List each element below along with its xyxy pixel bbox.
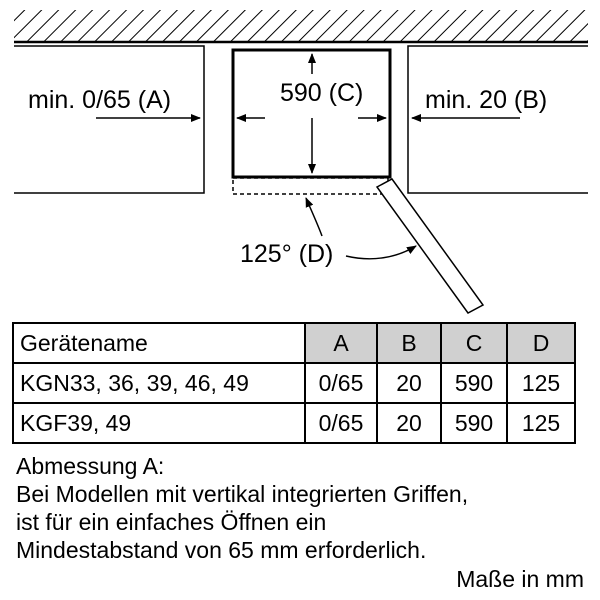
note-line: Mindestabstand von 65 mm erforderlich. [16, 537, 427, 563]
door-open [375, 178, 485, 314]
label-dimension-c: 590 (C) [280, 79, 363, 107]
cell-a: 0/65 [304, 402, 378, 444]
door-closed-outline [232, 177, 389, 195]
cell-d: 125 [506, 402, 576, 444]
header-c: C [440, 322, 508, 364]
dimension-a-note: Abmessung A: Bei Modellen mit vertikal i… [16, 452, 468, 564]
table-row: KGN33, 36, 39, 46, 49 0/65 20 590 125 [12, 362, 576, 404]
note-line: Bei Modellen mit vertikal integrierten G… [16, 481, 469, 507]
cell-c: 590 [440, 402, 508, 444]
label-dimension-a: min. 0/65 (A) [28, 86, 171, 114]
header-a: A [304, 322, 378, 364]
note-line: ist für ein einfaches Öffnen ein [16, 509, 327, 535]
table-header-row: Gerätename A B C D [12, 322, 576, 364]
table-row: KGF39, 49 0/65 20 590 125 [12, 402, 576, 444]
units-caption: Maße in mm [456, 566, 584, 592]
label-dimension-b: min. 20 (B) [425, 86, 547, 114]
cell-a: 0/65 [304, 362, 378, 404]
wall [14, 10, 588, 44]
cell-d: 125 [506, 362, 576, 404]
dimensions-table: Gerätename A B C D KGN33, 36, 39, 46, 49… [12, 322, 576, 444]
cell-device-name: KGF39, 49 [12, 402, 306, 444]
angle-curve-left [305, 197, 323, 237]
installation-diagram: min. 0/65 (A) min. 20 (B) 590 (C) 125° (… [14, 10, 588, 314]
appliance-body [231, 48, 392, 179]
angle-curve-right [345, 245, 417, 260]
header-b: B [376, 322, 442, 364]
label-angle-d: 125° (D) [240, 240, 333, 268]
note-heading: Abmessung A: [16, 453, 165, 479]
left-cabinet [14, 45, 205, 194]
header-device-name: Gerätename [12, 322, 306, 364]
cell-c: 590 [440, 362, 508, 404]
right-cabinet [407, 45, 588, 194]
cell-b: 20 [376, 402, 442, 444]
header-d: D [506, 322, 576, 364]
cell-device-name: KGN33, 36, 39, 46, 49 [12, 362, 306, 404]
cell-b: 20 [376, 362, 442, 404]
